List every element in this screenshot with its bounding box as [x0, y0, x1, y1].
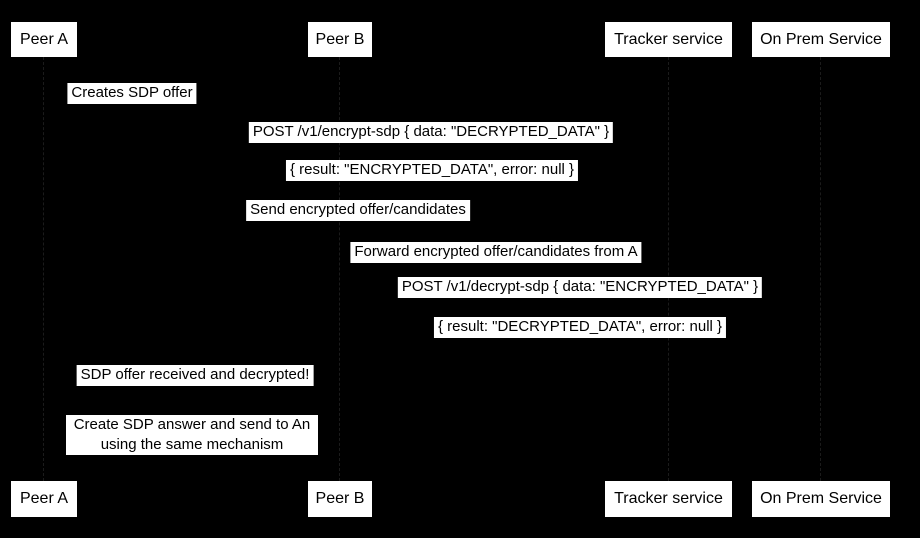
actor-box-tracker-service-bottom: Tracker service [605, 481, 732, 517]
message-sdp-offer-received: SDP offer received and decrypted! [76, 365, 314, 386]
actor-box-tracker-service-top: Tracker service [605, 22, 732, 57]
lifeline-peer-b [339, 57, 340, 481]
lifeline-peer-a [43, 57, 44, 481]
message-encrypt-result: { result: "ENCRYPTED_DATA", error: null … [285, 160, 579, 181]
note-create-sdp-answer: Create SDP answer and send to An using t… [66, 415, 318, 455]
actor-box-peer-b-top: Peer B [308, 22, 372, 57]
message-creates-sdp-offer: Creates SDP offer [67, 83, 197, 104]
actor-box-on-prem-service-top: On Prem Service [752, 22, 890, 57]
lifeline-on-prem-service [820, 57, 821, 481]
message-decrypt-result: { result: "DECRYPTED_DATA", error: null … [433, 317, 727, 338]
message-send-encrypted-offer: Send encrypted offer/candidates [246, 200, 470, 221]
note-line-2: using the same mechanism [100, 436, 284, 453]
message-forward-encrypted-offer: Forward encrypted offer/candidates from … [350, 242, 642, 263]
actor-box-on-prem-service-bottom: On Prem Service [752, 481, 890, 517]
message-post-encrypt-sdp: POST /v1/encrypt-sdp { data: "DECRYPTED_… [248, 122, 614, 143]
actor-box-peer-a-top: Peer A [11, 22, 77, 57]
message-post-decrypt-sdp: POST /v1/decrypt-sdp { data: "ENCRYPTED_… [397, 277, 763, 298]
actor-box-peer-a-bottom: Peer A [11, 481, 77, 517]
lifeline-tracker-service [668, 57, 669, 481]
note-line-1: Create SDP answer and send to An [73, 416, 311, 433]
actor-box-peer-b-bottom: Peer B [308, 481, 372, 517]
